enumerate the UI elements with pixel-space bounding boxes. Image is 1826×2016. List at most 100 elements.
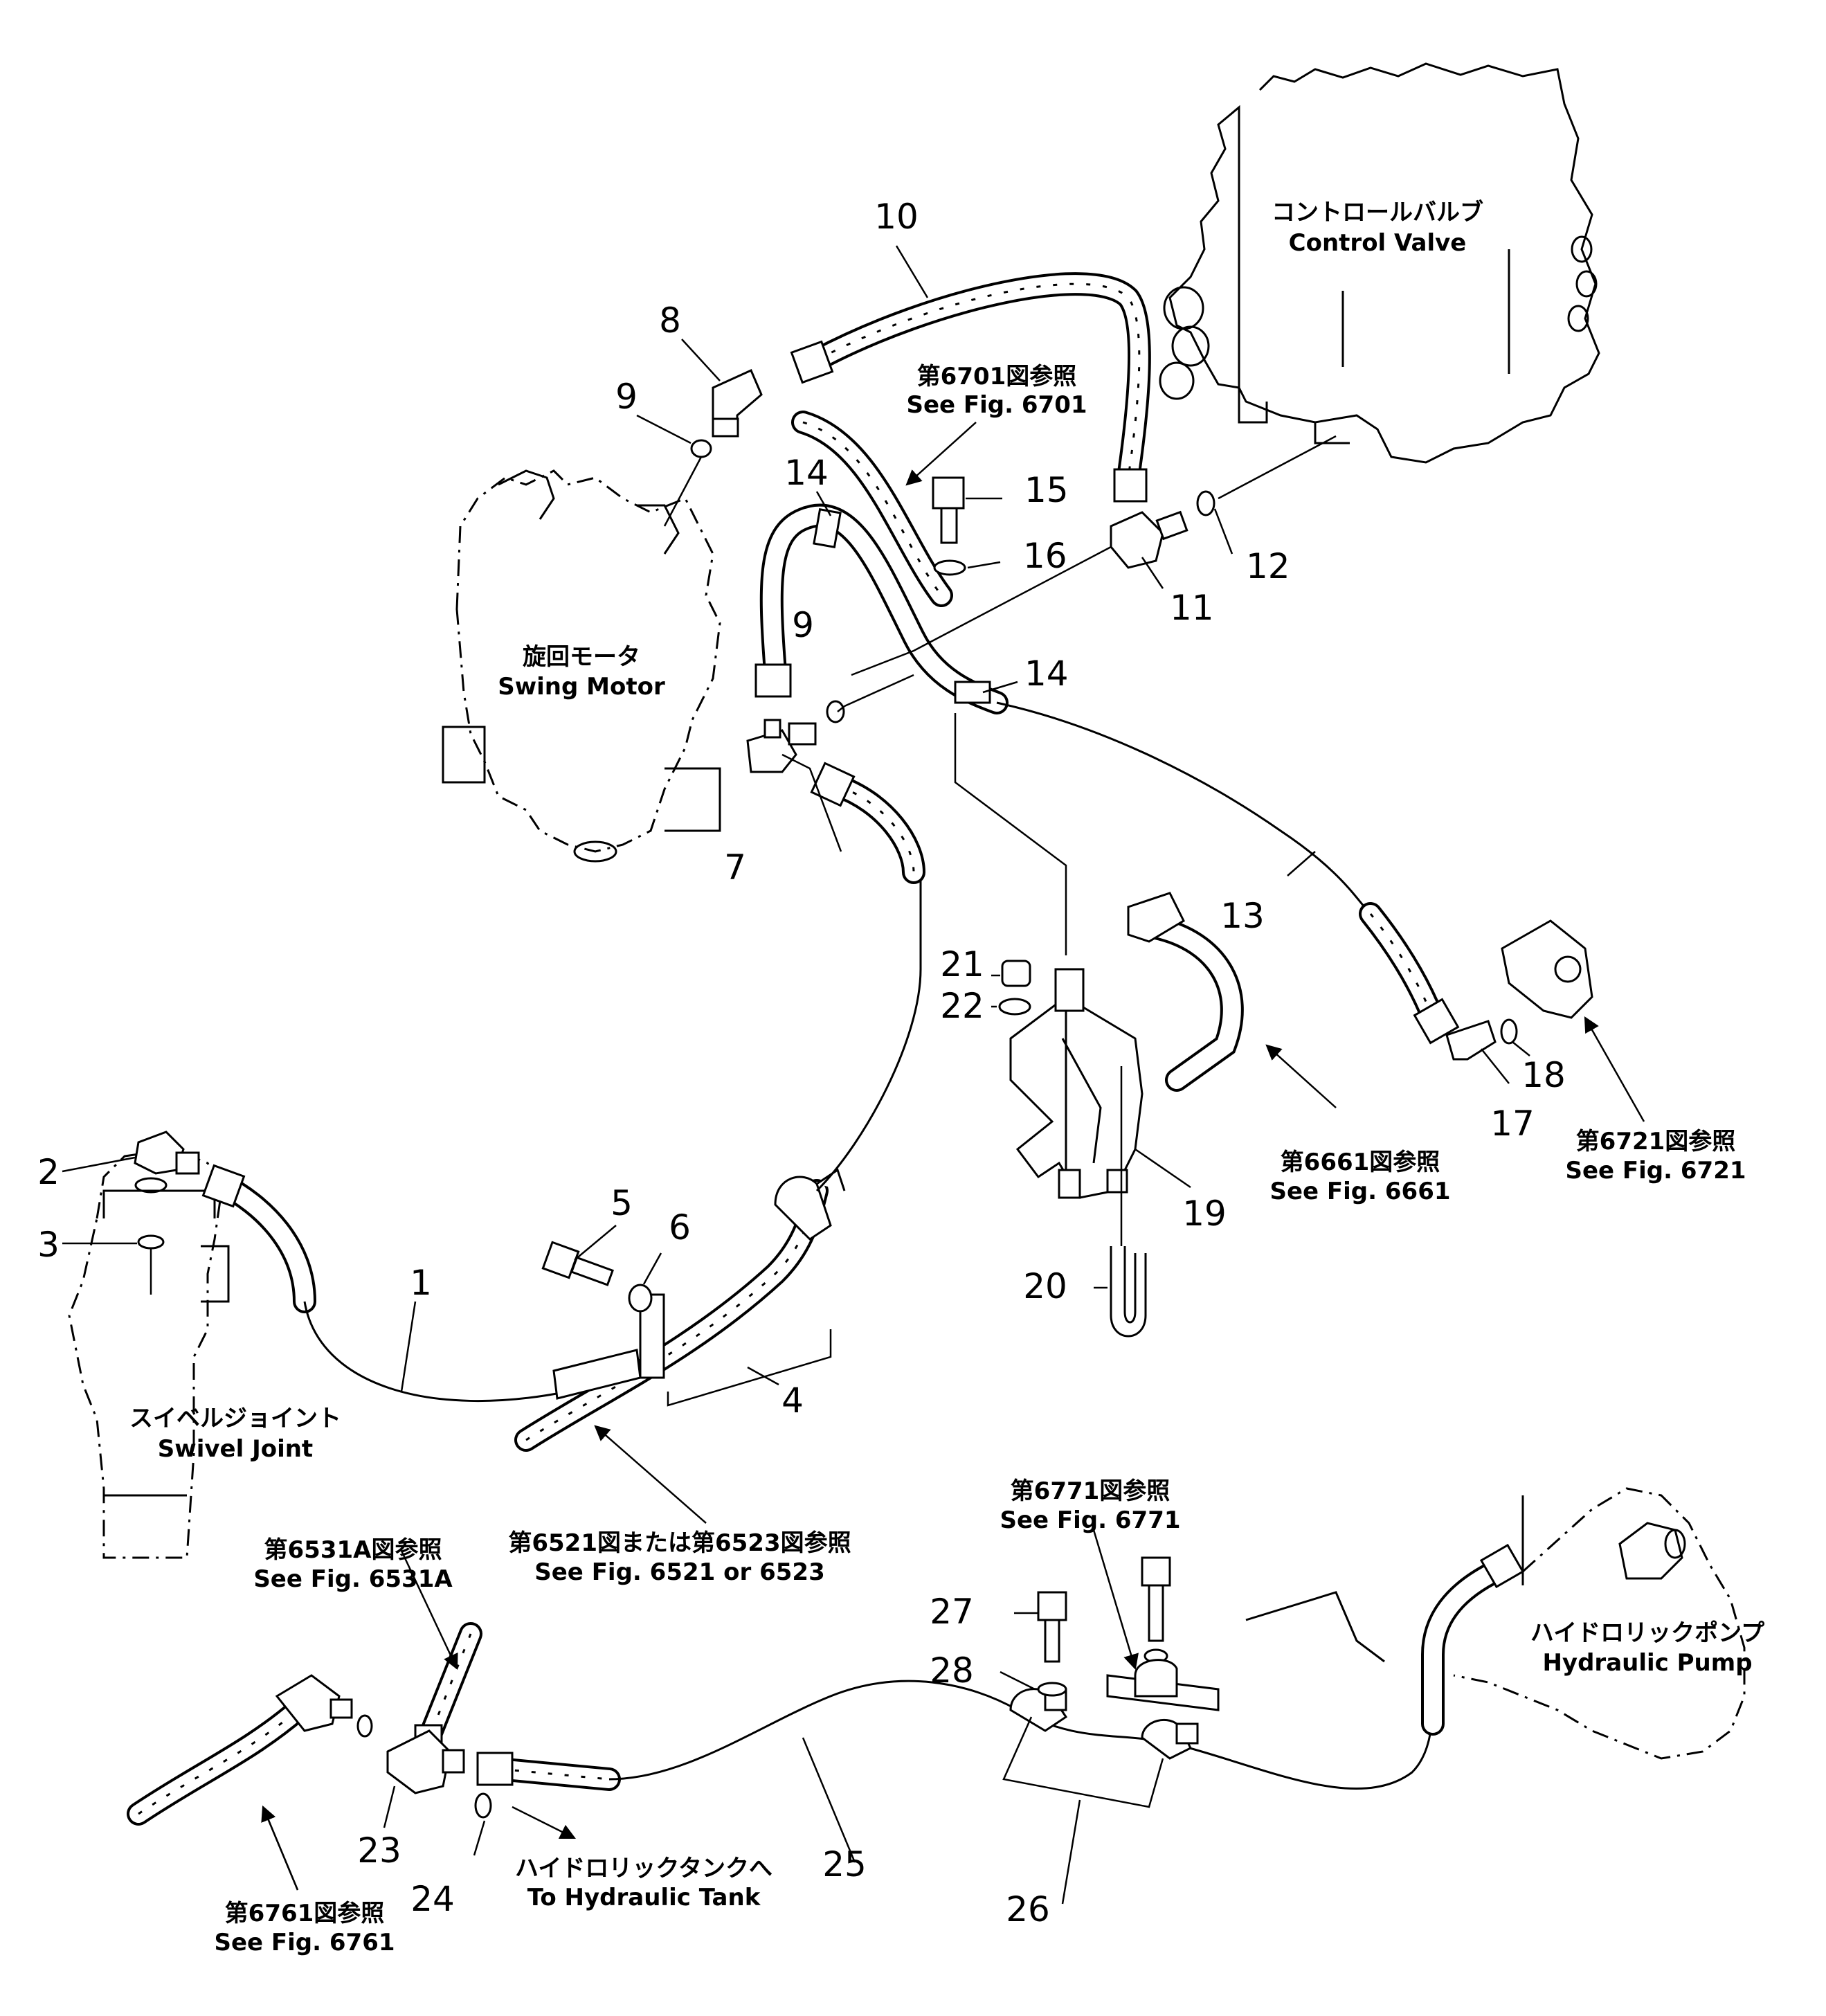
callout-20: 20 <box>1023 1266 1067 1306</box>
ref-6721-ja: 第6721図参照 <box>1576 1128 1736 1155</box>
ref-6701-en: See Fig. 6701 <box>906 391 1087 419</box>
callout-19: 19 <box>1182 1194 1227 1234</box>
swing-motor: 旋回モータ Swing Motor <box>442 469 721 863</box>
callout-14a: 14 <box>784 453 829 493</box>
hose-13 <box>996 701 1460 1045</box>
swing-motor-label-ja: 旋回モータ <box>523 643 640 671</box>
ref-6771-en: See Fig. 6771 <box>1000 1506 1180 1534</box>
leader-12-valve <box>1218 435 1337 500</box>
callout-28: 28 <box>930 1650 974 1691</box>
hydraulic-tank-label-en: To Hydraulic Tank <box>527 1884 761 1911</box>
callout-11: 11 <box>1170 588 1214 628</box>
ref-6761-en: See Fig. 6761 <box>214 1929 395 1956</box>
hydraulic-pump: ハイドロリックポンプ Hydraulic Pump <box>1245 1487 1764 1760</box>
hose-pump <box>1421 1543 1525 1736</box>
o-ring-24 <box>474 1792 492 1819</box>
elbow-fitting-17 <box>1445 1020 1497 1061</box>
reference-labels: 第6701図参照 See Fig. 6701 第6661図参照 See Fig.… <box>214 363 1746 1956</box>
callout-8: 8 <box>659 300 681 341</box>
ref-6701-ja: 第6701図参照 <box>917 363 1077 390</box>
hydraulic-pump-label-en: Hydraulic Pump <box>1542 1649 1752 1677</box>
hose-fig6701 <box>791 411 953 607</box>
ref-6661-ja: 第6661図参照 <box>1281 1149 1440 1176</box>
hydraulic-pump-label-ja: ハイドロリックポンプ <box>1530 1619 1764 1647</box>
control-valve: コントロールバルブ Control Valve <box>1159 62 1600 464</box>
callout-15: 15 <box>1024 470 1069 510</box>
ref-6531a-ja: 第6531A図参照 <box>264 1536 442 1564</box>
callout-7: 7 <box>724 847 746 888</box>
callout-10: 10 <box>874 197 919 237</box>
tee-fitting-7 <box>746 719 817 773</box>
bolt-27 <box>1037 1591 1067 1663</box>
ref-6761-ja: 第6761図参照 <box>225 1900 385 1927</box>
callout-6: 6 <box>669 1207 691 1248</box>
ref-6661-en: See Fig. 6661 <box>1269 1178 1450 1205</box>
callout-17: 17 <box>1490 1104 1535 1144</box>
callout-24: 24 <box>410 1879 455 1919</box>
o-ring-9b <box>826 700 845 723</box>
swing-motor-label-en: Swing Motor <box>498 673 665 701</box>
leader-9a <box>663 456 703 527</box>
o-ring-12 <box>1196 490 1215 516</box>
callout-1: 1 <box>410 1263 432 1303</box>
callout-13: 13 <box>1220 896 1265 936</box>
tee-fitting-11 <box>1110 510 1188 569</box>
elbow-fitting-8 <box>712 369 763 438</box>
callout-9a: 9 <box>615 377 638 417</box>
control-valve-label-en: Control Valve <box>1289 229 1467 257</box>
washer-22 <box>998 998 1031 1016</box>
u-bolt-20 <box>1110 1246 1147 1338</box>
pipe-fig6661 <box>1127 892 1244 1092</box>
callout-12: 12 <box>1246 546 1290 586</box>
callout-2: 2 <box>37 1152 60 1192</box>
hose-fig6761 <box>127 1674 353 1826</box>
o-ring-9a <box>690 439 712 458</box>
leader-bracket <box>954 713 1067 955</box>
leader-11-motor <box>851 546 1112 676</box>
o-ring-3 <box>137 1234 165 1250</box>
callout-27: 27 <box>930 1592 974 1632</box>
ref-6771-ja: 第6771図参照 <box>1011 1477 1170 1505</box>
fitting-23 <box>386 1729 465 1794</box>
reference-arrows <box>261 422 1645 1891</box>
hydraulic-tank-label-ja: ハイドロリックタンクへ <box>515 1855 772 1882</box>
callout-25: 25 <box>822 1844 867 1884</box>
block-fig6721 <box>1501 919 1593 1019</box>
ref-6521-ja: 第6521図または第6523図参照 <box>508 1529 851 1557</box>
nut-21 <box>1001 960 1031 987</box>
bolt-15 <box>932 476 965 544</box>
elbow-fitting-2 <box>134 1131 200 1175</box>
washer-6 <box>628 1284 653 1313</box>
bolt-5 <box>541 1241 614 1286</box>
hose-1 <box>201 1164 568 1403</box>
washer-28 <box>1037 1682 1067 1697</box>
callout-22: 22 <box>940 986 984 1026</box>
leader-9b <box>844 674 914 708</box>
clamp-fig6771 <box>1106 1556 1220 1711</box>
ref-6721-en: See Fig. 6721 <box>1565 1157 1746 1185</box>
callout-21: 21 <box>940 944 984 984</box>
bracket-19 <box>1009 968 1143 1199</box>
swivel-joint-label-en: Swivel Joint <box>158 1435 313 1463</box>
hose-assembly-4 <box>514 865 922 1452</box>
ref-6521-en: See Fig. 6521 or 6523 <box>534 1558 824 1586</box>
callout-4: 4 <box>781 1380 804 1421</box>
hose-25 <box>476 1680 1434 1791</box>
callout-5: 5 <box>611 1183 633 1223</box>
swivel-joint-label-ja: スイベルジョイント <box>129 1405 341 1432</box>
callout-14b: 14 <box>1024 654 1069 694</box>
ref-6531a-en: See Fig. 6531A <box>253 1565 453 1593</box>
leader-lines <box>62 245 1530 1905</box>
o-ring-18 <box>1500 1018 1518 1045</box>
hose-7-down <box>810 762 925 884</box>
washer-16 <box>933 559 966 576</box>
control-valve-label-ja: コントロールバルブ <box>1272 199 1483 226</box>
callout-18: 18 <box>1521 1055 1566 1095</box>
hose-10 <box>790 272 1151 503</box>
o-ring-small <box>356 1714 373 1738</box>
callout-9b: 9 <box>792 605 814 645</box>
callout-23: 23 <box>357 1830 401 1871</box>
callout-16: 16 <box>1023 536 1067 576</box>
callout-26: 26 <box>1006 1889 1050 1929</box>
